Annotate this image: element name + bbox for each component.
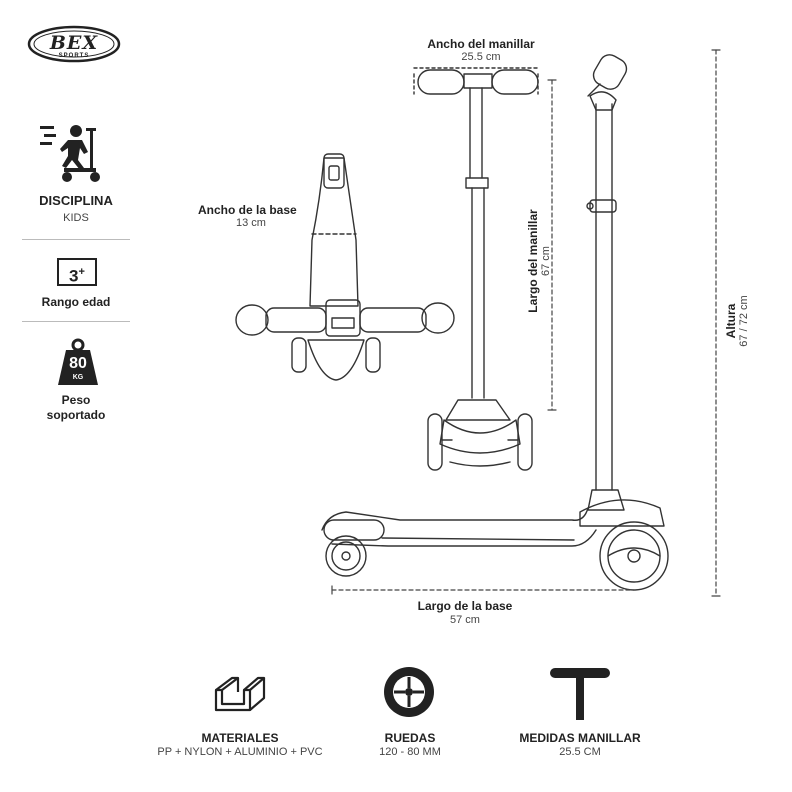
feature-handlebar-title: MEDIDAS MANILLAR [519,731,641,745]
base-length-value: 57 cm [450,614,480,626]
channel-profile-icon [214,676,266,712]
spec-divider [22,321,130,322]
feature-handlebar-value: 25.5 CM [559,746,601,758]
front-view-scooter [413,67,539,471]
age-badge: 3+ [57,258,97,286]
height-dimension: Altura 67 / 72 cm [680,295,792,346]
handlebar-length-value: 67 cm [540,246,552,276]
handlebar-length-dimension: Largo del manillar 67 cm [472,209,612,312]
feature-wheels-value: 120 - 80 MM [379,746,441,758]
side-view-scooter [321,54,669,591]
age-badge-plus: + [78,266,85,278]
height-value: 67 / 72 cm [738,295,750,347]
weight-label-line1: Peso [61,393,91,407]
handlebar-width-label: Ancho del manillar [427,37,535,51]
discipline-label: DISCIPLINA [39,193,113,208]
spec-divider [22,239,130,240]
brand-logo-subtext: SPORTS [58,53,90,59]
brand-logo: BEX SPORTS [26,24,122,68]
feature-wheels-title: RUEDAS [384,731,436,745]
feature-materials-title: MATERIALES [201,731,279,745]
top-view-scooter [235,153,455,381]
base-width-label: Ancho de la base [198,203,297,217]
age-badge-number: 3 [69,266,79,286]
handlebar-width-value: 25.5 cm [461,51,501,63]
base-length-label: Largo de la base [417,599,513,613]
weight-icon [58,338,98,385]
brand-logo-text: BEX [49,32,99,54]
weight-label-line2: soportado [46,408,106,422]
dimension-lines [331,49,721,597]
wheel-icon [384,667,434,717]
handlebar-length-label: Largo del manillar [526,209,540,313]
weight-value: 80 [69,355,87,372]
kid-scooter-rider-icon [40,125,100,182]
height-label: Altura [724,303,738,339]
weight-unit: KG [72,374,84,381]
age-range-label: Rango edad [41,295,111,309]
feature-materials-value: PP + NYLON + ALUMINIO + PVC [157,746,323,758]
brand-logo-mark [27,25,121,63]
discipline-value: KIDS [63,212,89,224]
base-width-value: 13 cm [236,217,266,229]
t-bar-handlebar-icon [550,668,610,720]
